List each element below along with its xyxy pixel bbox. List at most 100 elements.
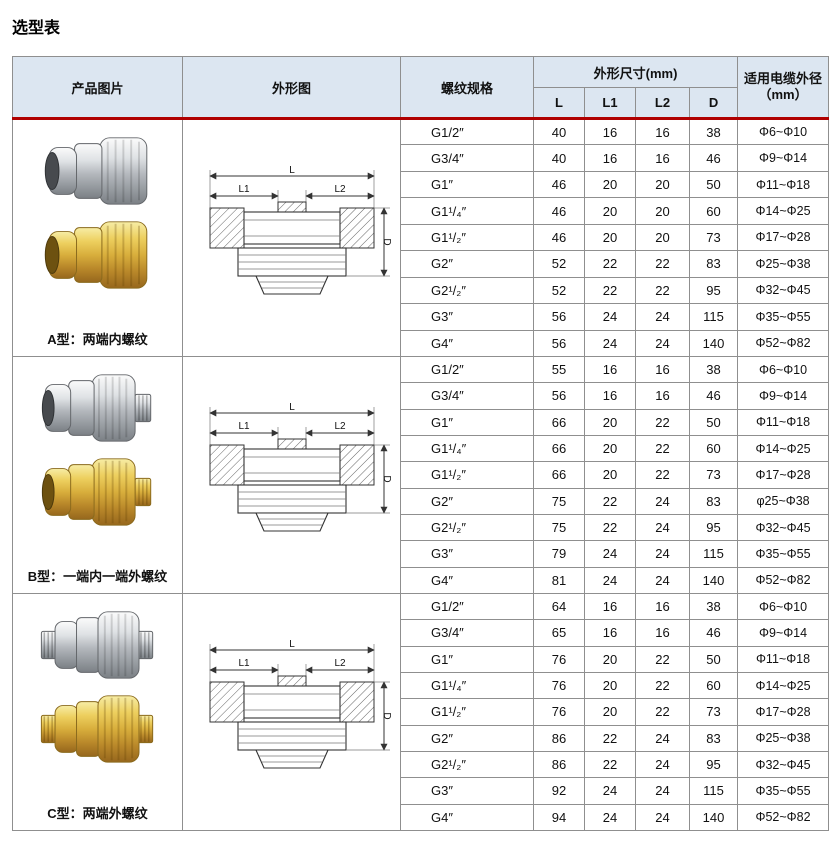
dim-label-D: D <box>381 475 392 482</box>
dim-d-cell: 73 <box>688 461 739 489</box>
dim-l2-cell: 22 <box>635 645 690 673</box>
outline-drawing-cell: L L1 L2 D <box>182 118 401 357</box>
dim-l-cell: 86 <box>533 750 585 779</box>
dim-l1-cell: 16 <box>584 619 636 647</box>
dim-l1-cell: 22 <box>584 487 636 515</box>
dim-l-cell: 94 <box>533 803 585 832</box>
product-image-cell: A型：两端内螺纹 <box>12 118 183 357</box>
thread-spec-cell: G3/4″ <box>400 619 534 647</box>
dim-l2-cell: 22 <box>635 461 690 489</box>
thread-spec-cell: G1/2″ <box>400 592 534 621</box>
thread-spec-cell: G2″ <box>400 724 534 752</box>
dim-l2-cell: 24 <box>635 487 690 515</box>
dim-l2-cell: 16 <box>635 592 690 621</box>
cable-od-cell: Φ17~Φ28 <box>737 698 830 726</box>
dim-l-cell: 46 <box>533 170 585 199</box>
dim-l-cell: 76 <box>533 671 585 700</box>
selection-table: 产品图片 外形图 螺纹规格 外形尺寸(mm) 适用电缆外径 （mm） L L1 … <box>12 56 830 832</box>
dim-l1-cell: 24 <box>584 329 636 357</box>
dim-d-cell: 50 <box>688 408 739 436</box>
dim-l-cell: 52 <box>533 276 585 305</box>
outline-drawing: L L1 L2 D <box>208 639 392 769</box>
dim-l-cell: 55 <box>533 355 585 384</box>
header-outline: 外形图 <box>182 56 401 120</box>
dim-l1-cell: 20 <box>584 408 636 436</box>
header-thread-spec: 螺纹规格 <box>400 56 534 120</box>
thread-spec-cell: G3″ <box>400 777 534 805</box>
product-photo-gold <box>41 458 151 526</box>
thread-spec-cell: G1″ <box>400 170 534 199</box>
dim-l1-cell: 22 <box>584 250 636 278</box>
cable-od-cell: Φ11~Φ18 <box>737 170 830 199</box>
thread-spec-cell: G2″ <box>400 250 534 278</box>
dim-l1-cell: 20 <box>584 223 636 252</box>
dim-label-L: L <box>289 639 295 650</box>
thread-spec-cell: G1¹/₄″ <box>400 671 534 700</box>
dim-l2-cell: 20 <box>635 197 690 225</box>
cable-od-cell: Φ32~Φ45 <box>737 513 830 542</box>
dim-d-cell: 140 <box>688 803 739 832</box>
cable-od-cell: Φ14~Φ25 <box>737 671 830 700</box>
product-photos <box>39 604 157 770</box>
dim-l1-cell: 24 <box>584 566 636 595</box>
dim-l2-cell: 20 <box>635 170 690 199</box>
product-photos <box>39 130 157 296</box>
dim-l-cell: 66 <box>533 461 585 489</box>
dim-l1-cell: 22 <box>584 513 636 542</box>
header-product-image: 产品图片 <box>12 56 183 120</box>
dim-label-L1: L1 <box>238 421 250 432</box>
dim-l2-cell: 16 <box>635 382 690 410</box>
dim-l1-cell: 20 <box>584 461 636 489</box>
thread-spec-cell: G3/4″ <box>400 144 534 172</box>
thread-spec-cell: G4″ <box>400 566 534 595</box>
thread-spec-cell: G1¹/₂″ <box>400 223 534 252</box>
header-cable-od-line1: 适用电缆外径 <box>744 70 823 86</box>
dim-d-cell: 115 <box>688 540 739 568</box>
header-dimensions: 外形尺寸(mm) <box>532 56 739 88</box>
dim-l1-cell: 16 <box>584 382 636 410</box>
dim-l1-cell: 22 <box>584 276 636 305</box>
cable-od-cell: Φ6~Φ10 <box>737 355 830 384</box>
cable-od-cell: Φ17~Φ28 <box>737 223 830 252</box>
dim-l2-cell: 22 <box>635 698 690 726</box>
dim-d-cell: 60 <box>688 197 739 225</box>
cable-od-cell: Φ9~Φ14 <box>737 619 830 647</box>
dim-label-L2: L2 <box>334 658 346 669</box>
dim-l2-cell: 22 <box>635 434 690 463</box>
table-header: 产品图片 外形图 螺纹规格 外形尺寸(mm) 适用电缆外径 （mm） L L1 … <box>12 56 830 120</box>
product-photo-silver <box>40 611 153 679</box>
dim-l2-cell: 22 <box>635 671 690 700</box>
dim-l2-cell: 16 <box>635 355 690 384</box>
dim-l2-cell: 24 <box>635 803 690 832</box>
dim-d-cell: 38 <box>688 355 739 384</box>
dim-l-cell: 56 <box>533 303 585 331</box>
dim-l-cell: 56 <box>533 382 585 410</box>
dim-l1-cell: 16 <box>584 592 636 621</box>
cable-od-cell: Φ35~Φ55 <box>737 777 830 805</box>
dim-d-cell: 140 <box>688 329 739 357</box>
dim-d-cell: 115 <box>688 303 739 331</box>
cable-od-cell: Φ9~Φ14 <box>737 382 830 410</box>
dim-label-L: L <box>289 402 295 413</box>
type-caption: A型：两端内螺纹 <box>47 332 148 347</box>
cable-od-cell: Φ35~Φ55 <box>737 303 830 331</box>
dim-l2-cell: 24 <box>635 750 690 779</box>
cable-od-cell: Φ14~Φ25 <box>737 197 830 225</box>
thread-spec-cell: G1¹/₂″ <box>400 698 534 726</box>
dim-l-cell: 75 <box>533 513 585 542</box>
product-cell-inner: A型：两端内螺纹 <box>15 120 180 356</box>
dim-d-cell: 83 <box>688 724 739 752</box>
product-photo-silver <box>44 137 147 205</box>
